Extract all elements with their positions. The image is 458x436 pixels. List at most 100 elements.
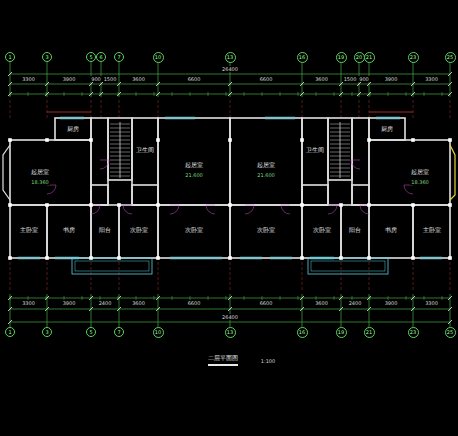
window [310, 258, 334, 259]
dimension-tick [442, 296, 443, 300]
dimension-tick [226, 296, 227, 300]
axis-line [413, 262, 414, 292]
dimension-tick [89, 92, 93, 96]
axis-bubble: 21 [364, 52, 375, 63]
bay-window [3, 145, 10, 200]
column [339, 203, 343, 207]
dimension-tick [46, 92, 47, 96]
area-value: 18.360 [30, 179, 50, 185]
wall [91, 185, 108, 205]
axis-line [119, 100, 120, 118]
door-swing [328, 205, 337, 214]
dimension-tick [370, 296, 371, 300]
node-text: 6 [99, 54, 102, 60]
wall [369, 140, 450, 205]
axis-bubble: 16 [297, 327, 308, 338]
axis-bubble: 23 [408, 52, 419, 63]
axis-line [101, 100, 102, 118]
axis-line [119, 62, 120, 97]
room-label: 次卧室 [184, 225, 204, 236]
dimension-tick [448, 296, 452, 300]
wall [132, 118, 158, 205]
node-text: 23 [410, 54, 416, 60]
dimension-tick [156, 307, 160, 311]
dimension-tick [448, 320, 452, 324]
door-swing [170, 205, 179, 214]
dimension-tick [45, 307, 49, 311]
axis-line [119, 262, 120, 292]
wall [369, 205, 413, 258]
room-label: 起居室 [184, 160, 204, 171]
dimension-tick [45, 82, 49, 86]
dimension-text: 3600 [314, 76, 329, 82]
column [300, 203, 304, 207]
column [411, 203, 415, 207]
axis-line [369, 262, 370, 292]
dimension-text: 3900 [62, 76, 77, 82]
dimension-tick [352, 92, 353, 96]
area-value: 18.360 [410, 179, 430, 185]
wall [91, 205, 119, 258]
dimension-text: 1:100 [260, 358, 276, 364]
dimension-tick [172, 92, 173, 96]
wall [132, 185, 158, 205]
node-text: 阳台 [99, 226, 111, 233]
column [156, 256, 160, 260]
room-label: 书房 [62, 225, 76, 236]
dimension-text: 3600 [314, 300, 329, 306]
room-label: 厨房 [66, 124, 80, 135]
dimension-tick [339, 92, 343, 96]
stair-rail [120, 122, 121, 178]
column [89, 203, 93, 207]
window [18, 258, 40, 259]
dimension-text: 2400 [348, 300, 363, 306]
dimension-tick [117, 82, 121, 86]
axis-bubble: 21 [364, 327, 375, 338]
dimension-tick [300, 307, 304, 311]
wall [10, 205, 47, 258]
dimension-tick [228, 92, 232, 96]
dimension-tick [357, 82, 361, 86]
wall [119, 205, 158, 258]
dimension-tick [339, 307, 343, 311]
dimension-tick [228, 82, 232, 86]
window [170, 259, 200, 260]
column [367, 256, 371, 260]
node-text: 7 [117, 329, 120, 335]
dimension-tick [89, 82, 93, 86]
column [411, 256, 415, 260]
dimension-tick [82, 92, 83, 96]
room-label: 次卧室 [129, 225, 149, 236]
dimension-tick [28, 92, 29, 96]
axis-line [158, 262, 159, 292]
dimension-tick [46, 296, 47, 300]
dimension-tick [406, 296, 407, 300]
node-text: 厨房 [67, 125, 79, 132]
node-text: 20 [356, 54, 362, 60]
dimension-tick [411, 92, 415, 96]
window [265, 118, 295, 119]
dimension-text: 26400 [221, 66, 239, 72]
dimension-tick [339, 82, 343, 86]
window [60, 117, 84, 118]
node-text: 厨房 [381, 125, 393, 132]
dimension-text: 3600 [131, 300, 146, 306]
window [270, 257, 292, 258]
node-text: 10 [155, 329, 161, 335]
dimension-text: 3600 [131, 76, 146, 82]
dimension-tick [448, 72, 452, 76]
axis-line [359, 100, 360, 118]
axis-line [47, 62, 48, 97]
column [8, 203, 12, 207]
window [376, 118, 400, 119]
window [240, 257, 262, 258]
dimension-tick [8, 307, 12, 311]
room-label: 卫生间 [305, 145, 325, 156]
node-text: 13 [227, 329, 233, 335]
dimension-tick [118, 92, 119, 96]
dimension-text: 6600 [187, 76, 202, 82]
wall [328, 118, 352, 180]
window [310, 259, 334, 260]
window [60, 119, 84, 120]
node-text: 阳台 [349, 226, 361, 233]
